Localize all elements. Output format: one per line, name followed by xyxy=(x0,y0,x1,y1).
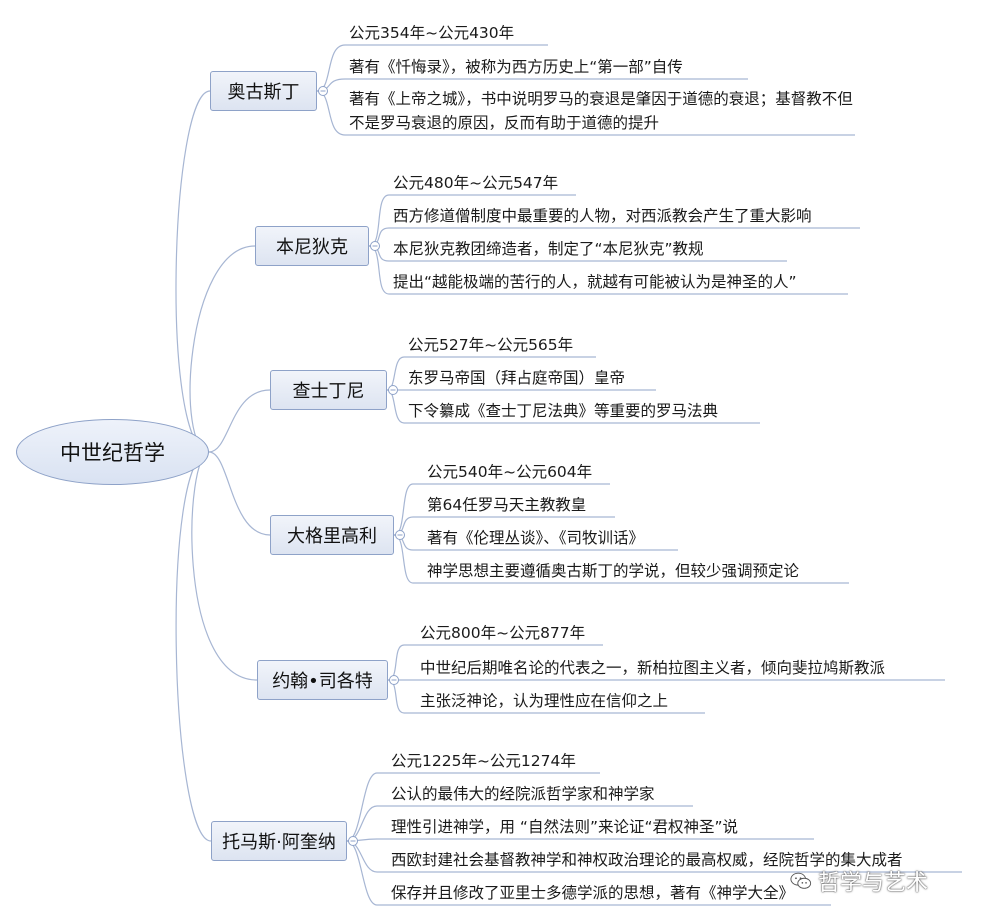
collapse-toggle-2 xyxy=(370,241,380,251)
leaf-text: 理性引进神学，用 “自然法则”来论证“君权神圣”说 xyxy=(391,818,739,836)
leaf-text: 东罗马帝国（拜占庭帝国）皇帝 xyxy=(408,369,626,387)
leaf-text: 公元527年~公元565年 xyxy=(408,336,574,354)
collapse-toggle-1 xyxy=(318,86,328,96)
leaf-text: 著有《忏悔录》，被称为西方历史上“第一部”自传 xyxy=(349,58,683,76)
branch-label: 本尼狄克 xyxy=(276,237,348,258)
branch-node-justinian[interactable]: 查士丁尼 xyxy=(270,370,387,410)
leaf-text: 神学思想主要遵循奥古斯丁的学说，但较少强调预定论 xyxy=(427,562,800,580)
collapse-toggle-4 xyxy=(395,530,405,540)
branch-label: 奥古斯丁 xyxy=(227,82,300,103)
leaf-text: 主张泛神论，认为理性应在信仰之上 xyxy=(420,692,669,710)
leaf-text: 提出“越能极端的苦行的人，就越有可能被认为是神圣的人” xyxy=(393,273,797,291)
root-connector-6 xyxy=(175,451,212,842)
branch-node-benedict[interactable]: 本尼狄克 xyxy=(255,226,369,266)
leaf-text: 下令纂成《查士丁尼法典》等重要的罗马法典 xyxy=(408,402,719,420)
root-connector-1 xyxy=(175,90,211,453)
leaf-text: 西方修道僧制度中最重要的人物，对西派教会产生了重大影响 xyxy=(393,207,812,225)
collapse-toggle-5 xyxy=(389,675,399,685)
watermark-text: 哲学与艺术 xyxy=(818,871,929,896)
branch-label: 查士丁尼 xyxy=(292,381,365,402)
watermark: 哲学与艺术 xyxy=(790,866,928,896)
root-connector-5 xyxy=(191,451,258,681)
branch-node-john-scotus[interactable]: 约翰•司各特 xyxy=(257,660,388,700)
leaf-text: 公认的最伟大的经院派哲学家和神学家 xyxy=(391,785,655,803)
leaf-text: 公元480年~公元547年 xyxy=(393,174,559,192)
leaf-text: 著有《伦理丛谈》、《司牧训话》 xyxy=(427,529,645,547)
branch-node-augustine[interactable]: 奥古斯丁 xyxy=(210,71,317,111)
leaf-text: 中世纪后期唯名论的代表之一，新柏拉图主义者，倾向斐拉鸠斯教派 xyxy=(420,659,886,677)
leaf-text: 公元540年~公元604年 xyxy=(427,463,593,481)
wechat-icon xyxy=(790,872,812,889)
root-connector-4 xyxy=(208,451,271,536)
leaf-text: 西欧封建社会基督教神学和神权政治理论的最高权威，经院哲学的集大成者 xyxy=(391,851,903,869)
leaf-text: 第64任罗马天主教教皇 xyxy=(427,496,587,514)
leaf-text: 著有《上帝之城》，书中说明罗马的衰退是肇因于道德的衰退；基督教不但不是罗马衰退的… xyxy=(349,90,853,132)
leaf-text: 保存并且修改了亚里士多德学派的思想，著有《神学大全》 xyxy=(391,884,795,902)
root-connector-3 xyxy=(208,389,271,453)
leaf-text: 公元1225年~公元1274年 xyxy=(391,752,576,770)
root-label: 中世纪哲学 xyxy=(60,441,165,465)
leaf-text: 公元800年~公元877年 xyxy=(420,624,586,642)
leaf-text: 公元354年~公元430年 xyxy=(349,24,515,42)
root-connector-2 xyxy=(189,245,256,453)
branch-node-gregory[interactable]: 大格里高利 xyxy=(270,515,394,555)
collapse-toggle-6 xyxy=(348,836,358,846)
branch-label: 约翰•司各特 xyxy=(272,671,373,692)
root-node[interactable]: 中世纪哲学 xyxy=(16,419,209,485)
collapse-toggle-3 xyxy=(388,385,398,395)
branch-label: 托马斯·阿奎纳 xyxy=(222,832,336,853)
leaf-text: 本尼狄克教团缔造者，制定了“本尼狄克”教规 xyxy=(393,240,704,258)
branch-node-aquinas[interactable]: 托马斯·阿奎纳 xyxy=(211,821,347,861)
branch-label: 大格里高利 xyxy=(287,526,377,547)
